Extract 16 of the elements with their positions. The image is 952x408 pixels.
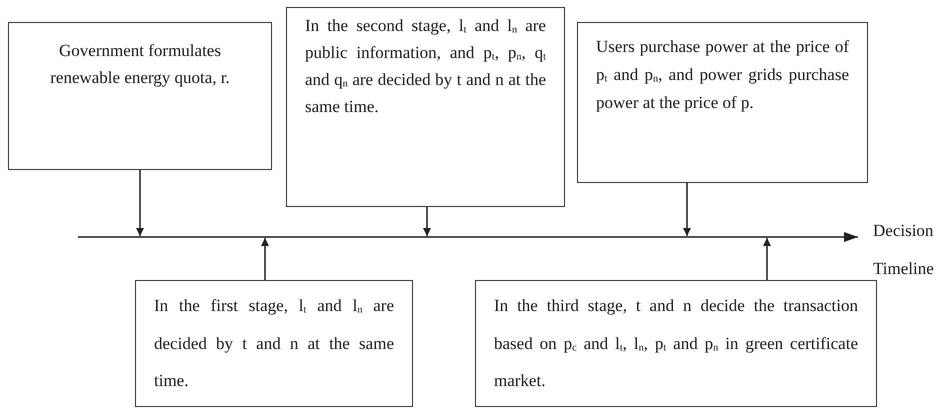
box-text: In the third stage, t and n decide the transaction based on p$_{c}$ and l$_{t}$, l$_{n}$, p$_{t}$ and p$_{n}$ in green certificate market. [494, 295, 858, 392]
text-box [8, 22, 272, 170]
text-box [286, 7, 565, 207]
arrow [423, 207, 431, 236]
text-box [577, 22, 868, 183]
arrow [261, 238, 269, 280]
box-text: In the first stage, l$_{t}$ and l$_{n}$ are decided by t and n at the same time. [154, 295, 394, 392]
arrow [763, 238, 771, 280]
box-text: Government formulates renewable energy quota, r. [49, 40, 231, 89]
arrow [683, 183, 691, 236]
text-box [135, 280, 413, 407]
text-box [475, 280, 877, 407]
box-text: Users purchase power at the price of p$_{t}$ and p$_{n}$, and power grids purchase power at the price of p. [596, 36, 849, 114]
arrow [136, 170, 144, 236]
box-text: In the second stage, l$_{t}$ and l$_{n}$ are public information, and p$_{t}$, p$_{n}$, q$_{t}$ and q$_{n}$ are decided by t and n at the same time. [305, 15, 546, 118]
axis-label: Decision Timeline [873, 220, 935, 280]
